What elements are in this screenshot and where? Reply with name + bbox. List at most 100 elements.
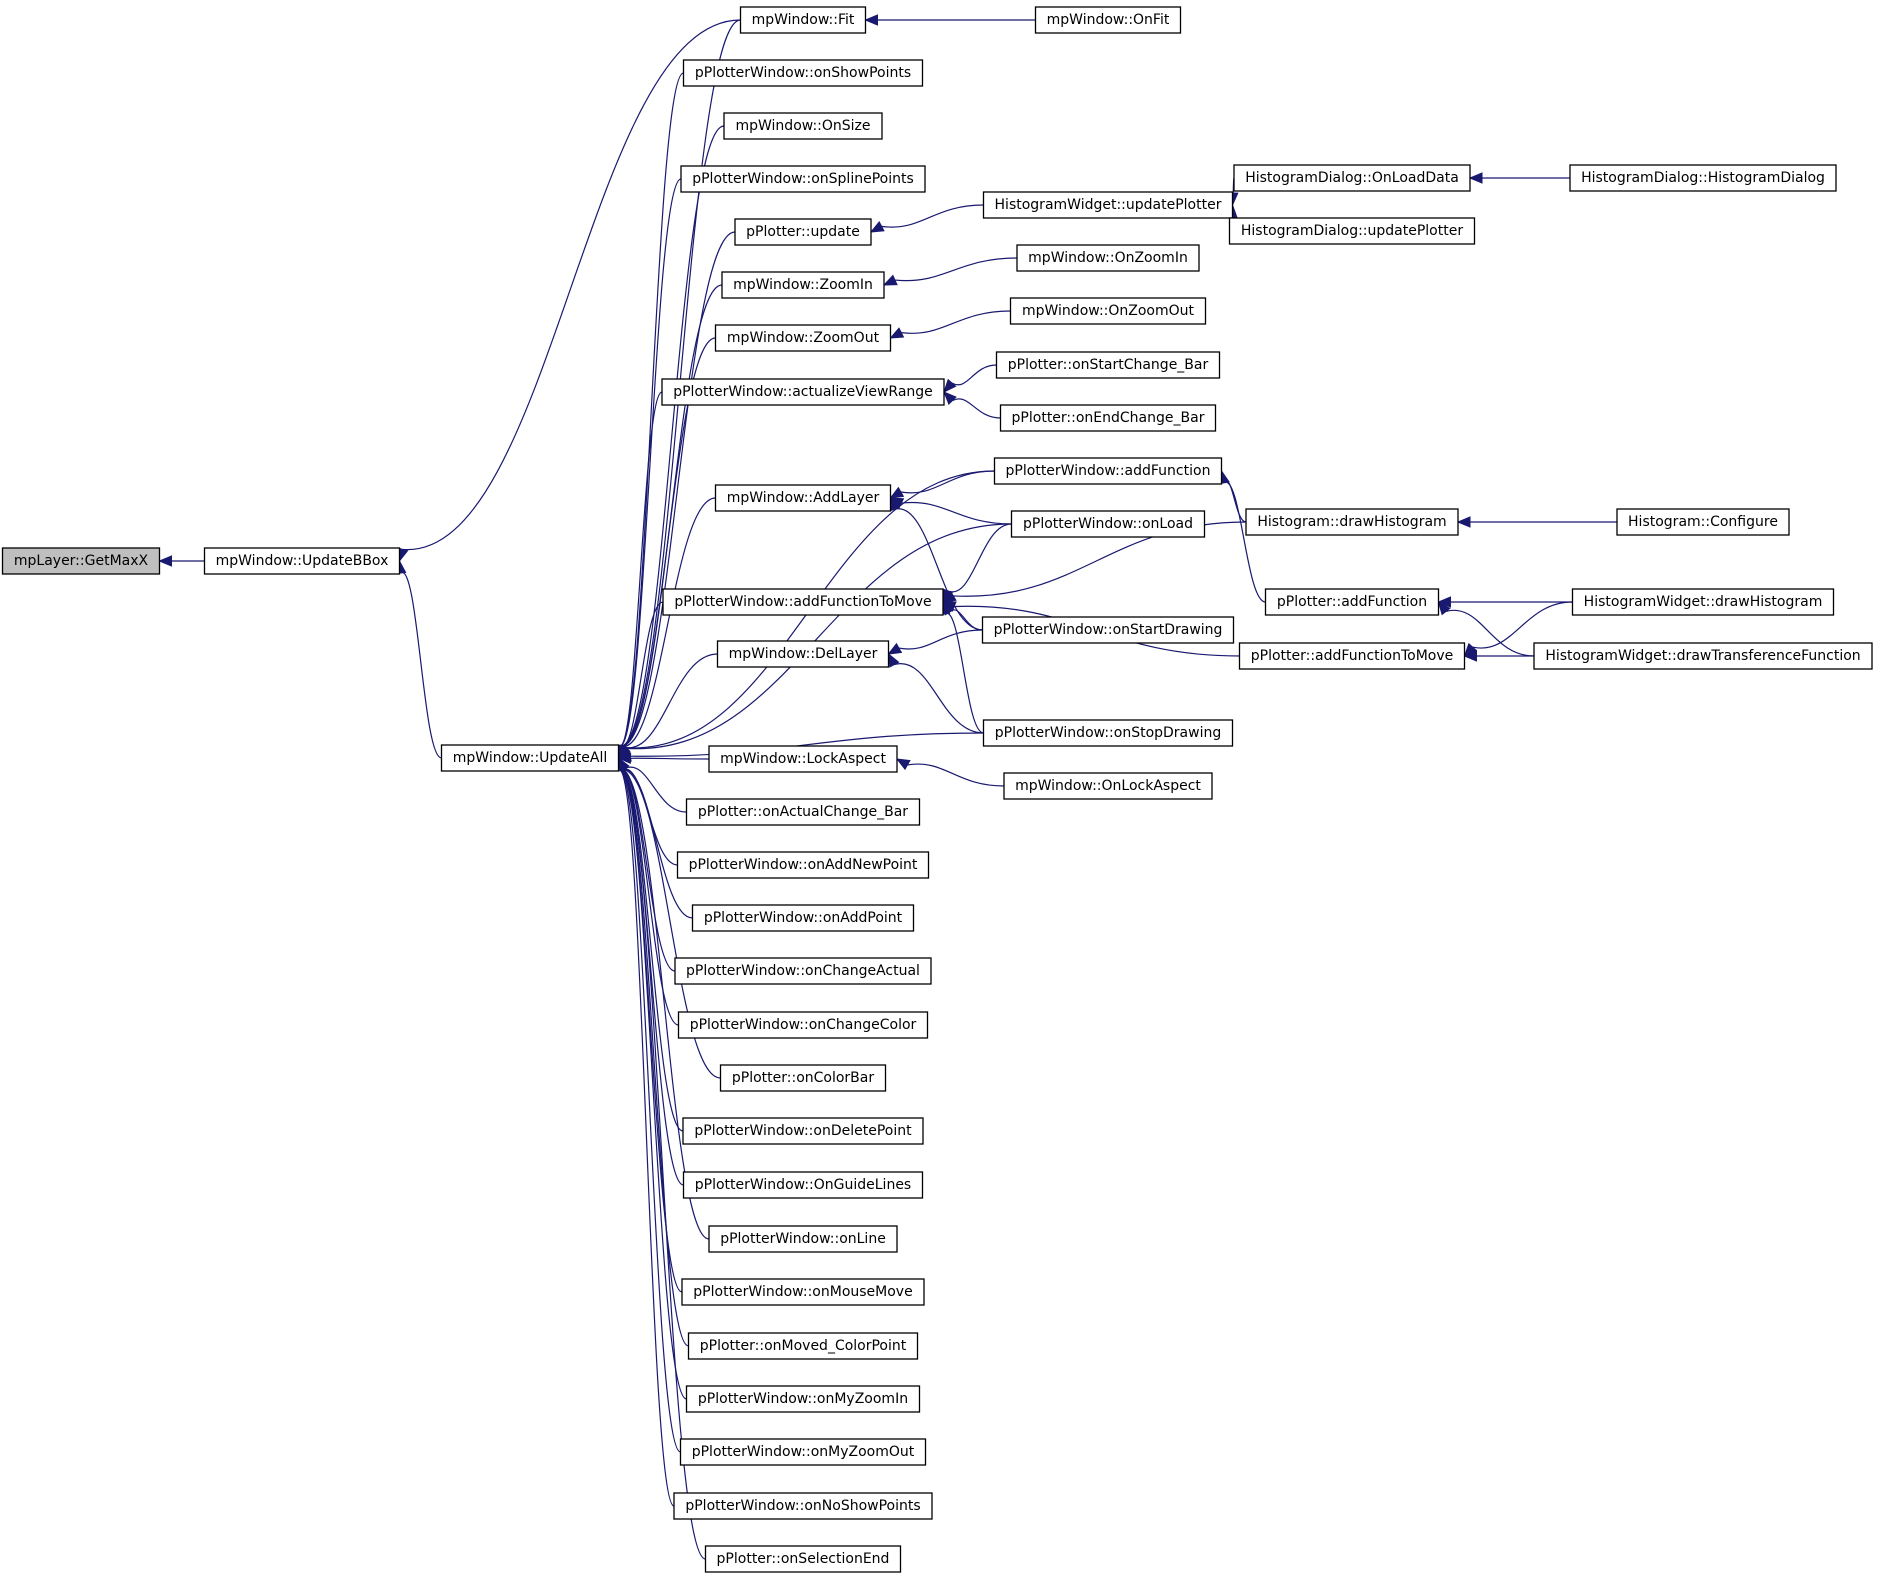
node-pplotterwindow-addfunction[interactable]: pPlotterWindow::addFunction [993, 457, 1223, 485]
node-box [680, 165, 926, 193]
node-mpwindow-fit[interactable]: mpWindow::Fit [739, 6, 867, 34]
node-label: pPlotterWindow::onChangeActual [686, 963, 920, 979]
node-pplotter-onselectionend[interactable]: pPlotter::onSelectionEnd [704, 1545, 902, 1573]
node-label: Histogram::Configure [1628, 514, 1778, 530]
node-label: pPlotter::onColorBar [732, 1070, 874, 1086]
edge-pplotterwindow-addfunctiontomove-to-pplotterwindow-onload [942, 523, 1012, 604]
edge-pplotterwindow-actualizeviewrange-to-pplotter-onstartchange-bar [943, 364, 997, 393]
node-label: mpLayer::GetMaxX [14, 553, 149, 569]
node-mpwindow-updatebbox[interactable]: mpWindow::UpdateBBox [203, 547, 401, 575]
node-box [995, 351, 1221, 379]
node-box [708, 1225, 898, 1253]
node-pplotter-addfunction[interactable]: pPlotter::addFunction [1264, 588, 1440, 616]
edge-mpwindow-zoomout-to-mpwindow-onzoomout [889, 310, 1011, 339]
node-pplotter-onactualchange-bar[interactable]: pPlotter::onActualChange_Bar [685, 798, 921, 826]
edge-line [625, 523, 1012, 750]
edge-mpwindow-fit-to-mpwindow-onfit [864, 14, 1036, 26]
node-pplotterwindow-online[interactable]: pPlotterWindow::onLine [708, 1225, 898, 1253]
edge-line [618, 769, 689, 1347]
node-histogramdialog-onloaddata[interactable]: HistogramDialog::OnLoadData [1233, 164, 1471, 192]
node-label: mpWindow::Fit [752, 12, 855, 28]
node-pplotterwindow-ondeletepoint[interactable]: pPlotterWindow::onDeletePoint [682, 1117, 924, 1145]
node-pplotterwindow-onchangecolor[interactable]: pPlotterWindow::onChangeColor [677, 1011, 929, 1039]
node-box [687, 1332, 919, 1360]
node-histogramdialog-histogramdialog[interactable]: HistogramDialog::HistogramDialog [1569, 164, 1837, 192]
node-pplotterwindow-onstartdrawing[interactable]: pPlotterWindow::onStartDrawing [981, 616, 1235, 644]
node-label: pPlotter::onEndChange_Bar [1012, 410, 1205, 426]
node-pplotterwindow-onsplinepoints[interactable]: pPlotterWindow::onSplinePoints [680, 165, 926, 193]
node-mpwindow-onzoomin[interactable]: mpWindow::OnZoomIn [1016, 244, 1200, 272]
node-label: pPlotter::onActualChange_Bar [698, 804, 908, 820]
node-box [739, 6, 867, 34]
node-pplotterwindow-onnoshowpoints[interactable]: pPlotterWindow::onNoShowPoints [673, 1492, 933, 1520]
node-box [662, 588, 944, 616]
node-label: pPlotterWindow::onLine [720, 1231, 886, 1247]
node-pplotter-oncolorbar[interactable]: pPlotter::onColorBar [719, 1064, 887, 1092]
node-histogramwidget-drawhistogram[interactable]: HistogramWidget::drawHistogram [1571, 588, 1835, 616]
node-histogramdialog-updateplotter[interactable]: HistogramDialog::updatePlotter [1228, 217, 1476, 245]
node-mpwindow-zoomin[interactable]: mpWindow::ZoomIn [721, 271, 885, 299]
arrowhead-icon [1437, 596, 1451, 608]
node-box [1238, 642, 1466, 670]
node-label: pPlotter::addFunction [1277, 594, 1427, 610]
node-pplotter-onendchange-bar[interactable]: pPlotter::onEndChange_Bar [999, 404, 1217, 432]
node-pplotterwindow-onguidelines[interactable]: pPlotterWindow::OnGuideLines [682, 1171, 924, 1199]
edge-line [619, 125, 725, 747]
node-box [999, 404, 1217, 432]
node-label: mpWindow::AddLayer [727, 490, 880, 506]
node-box [1571, 588, 1835, 616]
node-pplotterwindow-onchangeactual[interactable]: pPlotterWindow::onChangeActual [674, 957, 932, 985]
edge-line [1223, 480, 1247, 523]
node-pplotterwindow-onaddpoint[interactable]: pPlotterWindow::onAddPoint [691, 904, 915, 932]
node-pplotterwindow-onmousemove[interactable]: pPlotterWindow::onMouseMove [681, 1278, 925, 1306]
edge-pplotterwindow-addfunctiontomove-to-pplotterwindow-onstopdrawing [939, 600, 984, 734]
edge-pplotter-addfunction-to-histogramwidget-drawtransferencefunction [1437, 600, 1535, 657]
node-histogram-configure[interactable]: Histogram::Configure [1616, 508, 1790, 536]
node-pplotterwindow-onmyzoomout[interactable]: pPlotterWindow::onMyZoomOut [679, 1438, 927, 1466]
node-mpwindow-onfit[interactable]: mpWindow::OnFit [1034, 6, 1182, 34]
node-pplotterwindow-onshowpoints[interactable]: pPlotterWindow::onShowPoints [682, 59, 924, 87]
edge-mplayer-getmaxx-to-mpwindow-updatebbox [158, 555, 205, 567]
node-mpwindow-updateall[interactable]: mpWindow::UpdateAll [440, 744, 620, 772]
node-mpwindow-onlockaspect[interactable]: mpWindow::OnLockAspect [1003, 772, 1213, 800]
edge-mpwindow-updateall-to-pplotterwindow-actualizeviewrange [613, 391, 663, 760]
node-label: pPlotterWindow::onShowPoints [695, 65, 911, 81]
node-box [982, 191, 1234, 219]
edge-mpwindow-updateall-to-pplotterwindow-onguidelines [613, 756, 684, 1186]
node-label: mpWindow::OnZoomIn [1028, 250, 1188, 266]
node-mpwindow-lockaspect[interactable]: mpWindow::LockAspect [708, 745, 898, 773]
node-mpwindow-dellayer[interactable]: mpWindow::DelLayer [716, 640, 890, 668]
node-mpwindow-onsize[interactable]: mpWindow::OnSize [723, 112, 883, 140]
node-histogram-drawhistogram[interactable]: Histogram::drawHistogram [1245, 508, 1459, 536]
node-pplotter-addfunctiontomove[interactable]: pPlotter::addFunctionToMove [1238, 642, 1466, 670]
node-pplotterwindow-actualizeviewrange[interactable]: pPlotterWindow::actualizeViewRange [661, 378, 945, 406]
node-pplotter-update[interactable]: pPlotter::update [734, 218, 872, 246]
node-pplotterwindow-onaddnewpoint[interactable]: pPlotterWindow::onAddNewPoint [676, 851, 930, 879]
node-pplotterwindow-onmyzoomin[interactable]: pPlotterWindow::onMyZoomIn [685, 1385, 921, 1413]
edge-mpwindow-addlayer-to-pplotterwindow-onload [889, 497, 1012, 525]
node-label: pPlotterWindow::OnGuideLines [695, 1177, 911, 1193]
node-mpwindow-addlayer[interactable]: mpWindow::AddLayer [714, 484, 892, 512]
node-histogramwidget-drawtransferencefunction[interactable]: HistogramWidget::drawTransferenceFunctio… [1533, 642, 1873, 670]
arrowhead-icon [1468, 172, 1483, 184]
edge-line [1445, 609, 1535, 657]
arrowhead-icon [882, 274, 898, 286]
node-mpwindow-zoomout[interactable]: mpWindow::ZoomOut [714, 324, 892, 352]
node-box [661, 378, 945, 406]
node-pplotterwindow-addfunctiontomove[interactable]: pPlotterWindow::addFunctionToMove [662, 588, 944, 616]
node-pplotterwindow-onstopdrawing[interactable]: pPlotterWindow::onStopDrawing [982, 719, 1234, 747]
arrowhead-icon [1456, 516, 1471, 528]
node-mplayer-getmaxx[interactable]: mpLayer::GetMaxX [1, 547, 161, 575]
node-pplotter-onmoved-colorpoint[interactable]: pPlotter::onMoved_ColorPoint [687, 1332, 919, 1360]
node-pplotterwindow-onload[interactable]: pPlotterWindow::onLoad [1010, 510, 1206, 538]
node-box [981, 616, 1235, 644]
edge-mpwindow-zoomin-to-mpwindow-onzoomin [882, 257, 1018, 286]
node-histogramwidget-updateplotter[interactable]: HistogramWidget::updatePlotter [982, 191, 1234, 219]
node-pplotter-onstartchange-bar[interactable]: pPlotter::onStartChange_Bar [995, 351, 1221, 379]
node-label: pPlotterWindow::onMyZoomOut [692, 1444, 915, 1460]
node-mpwindow-onzoomout[interactable]: mpWindow::OnZoomOut [1009, 297, 1207, 325]
edge-line [618, 769, 683, 1293]
node-label: pPlotterWindow::onSplinePoints [692, 171, 914, 187]
node-label: pPlotter::update [746, 224, 860, 240]
